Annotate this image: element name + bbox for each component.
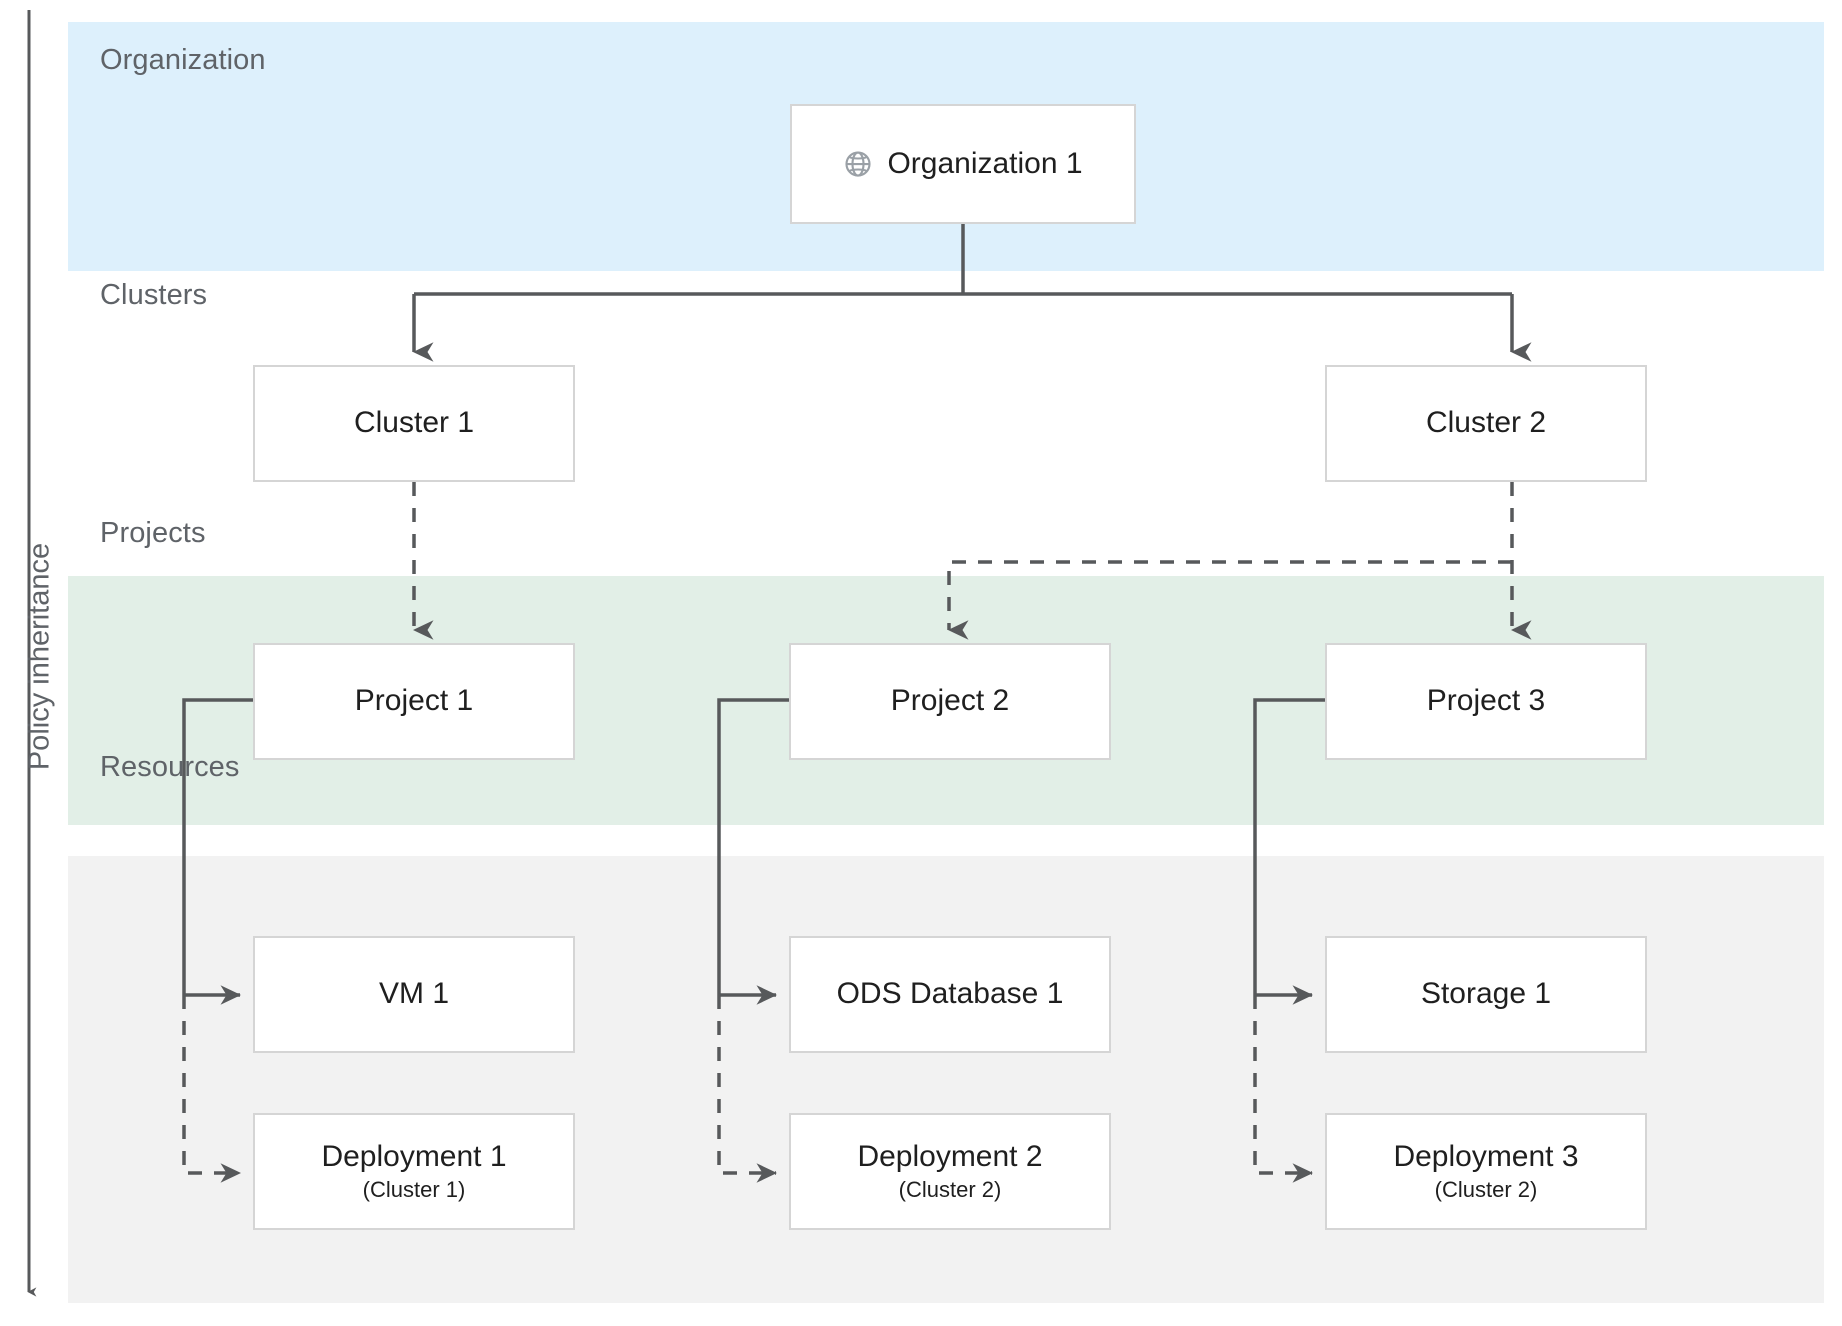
node-title: Cluster 1 (353, 406, 475, 440)
node-subtitle: (Cluster 2) (898, 1176, 1002, 1202)
node-project-2[interactable]: Project 2 (789, 643, 1111, 760)
node-title: Project 2 (890, 684, 1010, 718)
node-vm-1[interactable]: VM 1 (253, 936, 575, 1053)
node-title: Project 1 (354, 684, 474, 718)
node-cluster-2[interactable]: Cluster 2 (1325, 365, 1647, 482)
policy-inheritance-label: Policy inheritance (23, 542, 56, 771)
node-title: Storage 1 (1420, 977, 1552, 1011)
node-deployment-1[interactable]: Deployment 1 (Cluster 1) (253, 1113, 575, 1230)
node-storage-1[interactable]: Storage 1 (1325, 936, 1647, 1053)
node-title: Deployment 2 (857, 1140, 1043, 1174)
node-subtitle: (Cluster 2) (1434, 1176, 1538, 1202)
node-project-3[interactable]: Project 3 (1325, 643, 1647, 760)
node-deployment-3[interactable]: Deployment 3 (Cluster 2) (1325, 1113, 1647, 1230)
node-title: Deployment 3 (1393, 1140, 1579, 1174)
node-ods-database-1[interactable]: ODS Database 1 (789, 936, 1111, 1053)
node-subtitle: (Cluster 1) (362, 1176, 466, 1202)
node-title: VM 1 (378, 977, 450, 1011)
policy-inheritance-axis (27, 10, 37, 1297)
band-label-organization: Organization (100, 44, 266, 76)
node-organization-1[interactable]: Organization 1 (790, 104, 1136, 224)
node-project-1[interactable]: Project 1 (253, 643, 575, 760)
node-title: Deployment 1 (321, 1140, 507, 1174)
node-cluster-1[interactable]: Cluster 1 (253, 365, 575, 482)
node-title: ODS Database 1 (836, 977, 1064, 1011)
node-title: Project 3 (1426, 684, 1546, 718)
globe-icon (845, 151, 871, 177)
band-label-projects: Projects (100, 517, 206, 549)
band-label-resources: Resources (100, 751, 240, 783)
node-title: Organization 1 (887, 146, 1083, 180)
band-resources (68, 856, 1824, 1303)
band-label-clusters: Clusters (100, 279, 208, 311)
node-title: Cluster 2 (1425, 406, 1547, 440)
node-deployment-2[interactable]: Deployment 2 (Cluster 2) (789, 1113, 1111, 1230)
